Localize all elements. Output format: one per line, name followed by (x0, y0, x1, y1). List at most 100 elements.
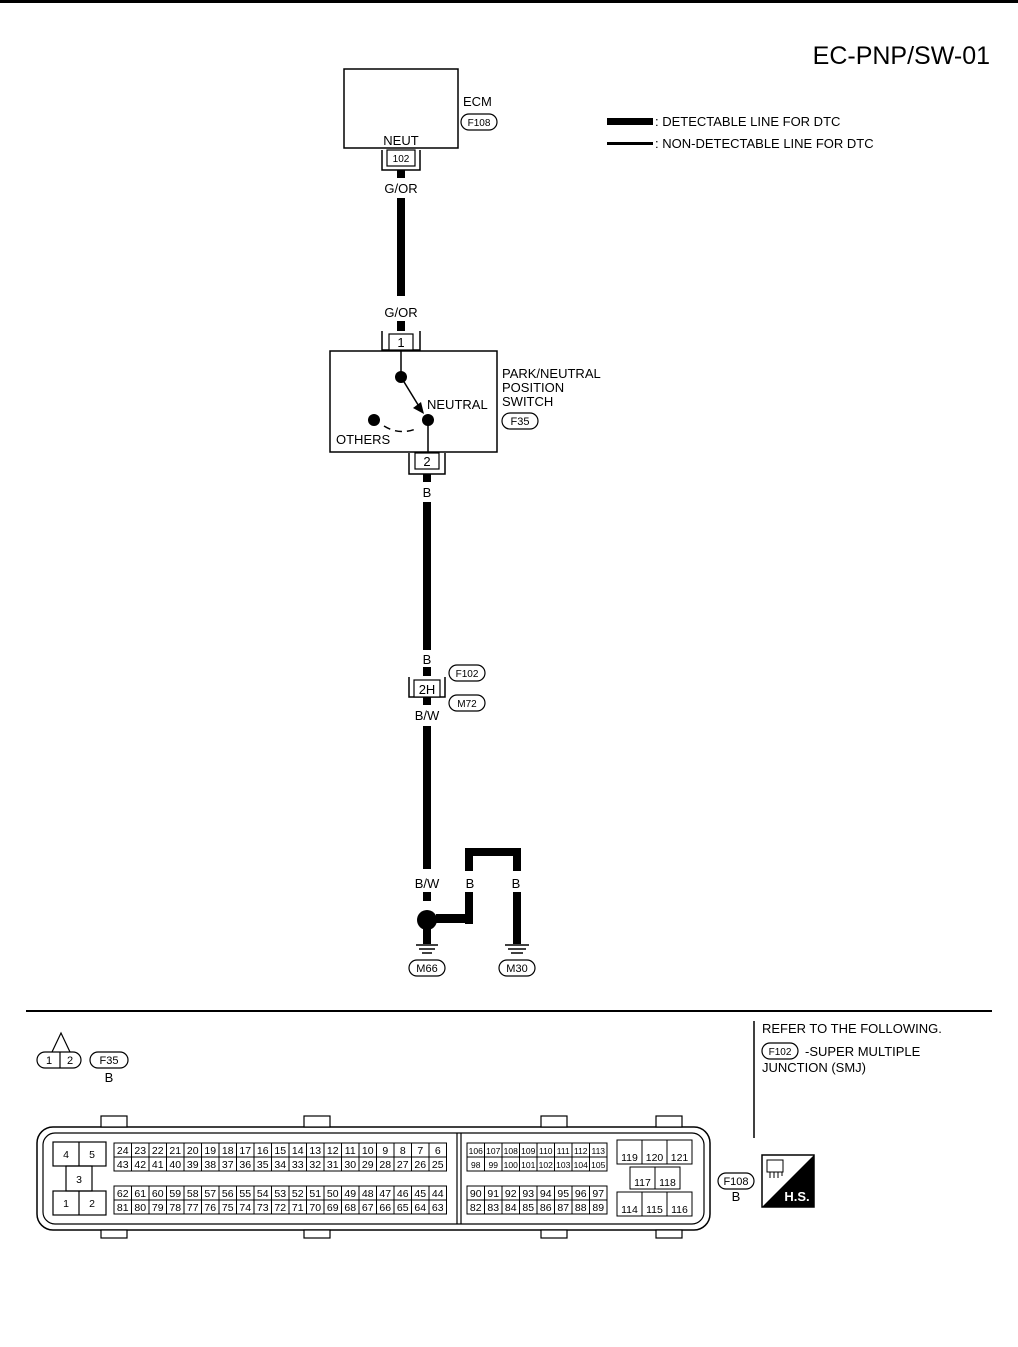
f108-pin-76: 76 (204, 1202, 216, 1214)
f108-pin-72: 72 (274, 1202, 286, 1214)
f108-pin-105: 105 (591, 1160, 605, 1170)
f108-pin-114: 114 (621, 1204, 638, 1216)
f108-pin-59: 59 (169, 1188, 181, 1200)
page-code: EC-PNP/SW-01 (813, 42, 990, 70)
f108-pin-93: 93 (522, 1188, 534, 1200)
legend-thin-line (607, 142, 653, 145)
f108-pin-97: 97 (592, 1188, 604, 1200)
f108-pin-117: 117 (634, 1177, 651, 1189)
f108-pin-109: 109 (521, 1146, 535, 1156)
wire-b-w (423, 726, 431, 869)
f108-pin-47: 47 (379, 1188, 391, 1200)
f108-pin-108: 108 (504, 1146, 518, 1156)
switch-label-1: PARK/NEUTRAL (502, 366, 601, 381)
f108-pin-cell (428, 1199, 447, 1215)
f108-pin-15: 15 (274, 1145, 286, 1157)
f108-pin-110: 110 (539, 1146, 553, 1156)
f108-pin-9: 9 (382, 1145, 388, 1157)
f108-pin-39: 39 (187, 1159, 199, 1171)
f108-pin-84: 84 (505, 1202, 517, 1214)
f108-pin-54: 54 (257, 1188, 269, 1200)
f108-pin-12: 12 (327, 1145, 339, 1157)
f108-pin-88: 88 (575, 1202, 587, 1214)
f108-pin-3: 3 (76, 1174, 82, 1186)
f108-pin-7: 7 (417, 1145, 423, 1157)
f108-pin-cell (589, 1199, 608, 1215)
f108-pin-cell (428, 1156, 447, 1172)
f108-pin-22: 22 (152, 1145, 164, 1157)
f108-pin-11: 11 (345, 1145, 356, 1157)
f35-connector-label: F35 (100, 1055, 119, 1067)
f108-pin-118: 118 (659, 1177, 676, 1189)
wire-color-ground-right: B (512, 876, 521, 891)
f108-pin-45: 45 (414, 1188, 426, 1200)
switch-label-2: POSITION (502, 380, 564, 395)
f108-pin-19: 19 (204, 1145, 216, 1157)
f108-pin-14: 14 (292, 1145, 304, 1157)
f108-pin-120: 120 (646, 1152, 664, 1164)
f108-pin-94: 94 (540, 1188, 552, 1200)
f108-pin-48: 48 (362, 1188, 374, 1200)
f108-pin-38: 38 (204, 1159, 216, 1171)
f108-pin-18: 18 (222, 1145, 234, 1157)
f108-pin-107: 107 (486, 1146, 500, 1156)
pnp-switch-block: 1 NEUTRAL OTHERS PARK/NEUTRAL POSITION S… (329, 331, 601, 475)
f108-pin-77: 77 (187, 1202, 199, 1214)
legend-thick-line (607, 118, 653, 125)
f108-pin-85: 85 (522, 1202, 534, 1214)
f108-pin-cell (654, 1166, 681, 1190)
ground-left: M66 (416, 963, 437, 975)
f108-pin-52: 52 (292, 1188, 304, 1200)
wire-segment (423, 667, 431, 676)
f108-pin-10: 10 (362, 1145, 374, 1157)
refer-text-1: -SUPER MULTIPLE (805, 1044, 921, 1059)
f108-pin-83: 83 (487, 1202, 499, 1214)
f35-pin-2: 2 (67, 1055, 73, 1067)
f108-connector-oval (717, 1172, 755, 1190)
f108-pin-13: 13 (309, 1145, 321, 1157)
ground-left-oval (408, 959, 446, 977)
f108-pin-70: 70 (309, 1202, 321, 1214)
wire-g-or (397, 198, 405, 296)
f108-pin-17: 17 (239, 1145, 251, 1157)
f108-pin-71: 71 (292, 1202, 304, 1214)
f108-pin-34: 34 (274, 1159, 286, 1171)
f108-pin-1: 1 (63, 1198, 69, 1210)
splice-dot (417, 910, 437, 930)
f108-pin-74: 74 (239, 1202, 251, 1214)
wire-color-ground-mid: B (466, 876, 475, 891)
legend-detectable: : DETECTABLE LINE FOR DTC (655, 114, 840, 129)
switch-connector-oval (501, 412, 539, 430)
junction-connector-top: F102 (456, 669, 479, 680)
f108-pin-56: 56 (222, 1188, 234, 1200)
ecm-label: ECM (463, 94, 492, 109)
switch-others-label: OTHERS (336, 432, 391, 447)
junction-connector-top-oval (448, 664, 486, 682)
f108-pin-63: 63 (432, 1202, 444, 1214)
f108-pin-23: 23 (134, 1145, 146, 1157)
f108-pin-121: 121 (671, 1152, 689, 1164)
wire-color-junction-in: B (423, 652, 432, 667)
hs-badge-icon: H.S. (761, 1154, 815, 1208)
f108-pin-42: 42 (134, 1159, 146, 1171)
f108-pin-32: 32 (309, 1159, 321, 1171)
f108-pin-25: 25 (432, 1159, 444, 1171)
junction-connector-bottom: M72 (457, 699, 477, 710)
f108-pin-66: 66 (379, 1202, 391, 1214)
f108-pin-99: 99 (489, 1160, 499, 1170)
top-border (0, 0, 1018, 3)
f108-pin-44: 44 (432, 1188, 444, 1200)
f108-pin-73: 73 (257, 1202, 269, 1214)
f108-pin-65: 65 (397, 1202, 409, 1214)
switch-label-3: SWITCH (502, 394, 553, 409)
f108-pin-81: 81 (117, 1202, 129, 1214)
f108-pin-96: 96 (575, 1188, 587, 1200)
refer-heading: REFER TO THE FOLLOWING. (762, 1021, 942, 1036)
f108-pin-64: 64 (414, 1202, 426, 1214)
f108-pin-24: 24 (117, 1145, 129, 1157)
wire-segment (423, 892, 431, 901)
f108-pin-31: 31 (327, 1159, 339, 1171)
f108-pin-62: 62 (117, 1188, 129, 1200)
f108-pin-6: 6 (435, 1145, 441, 1157)
